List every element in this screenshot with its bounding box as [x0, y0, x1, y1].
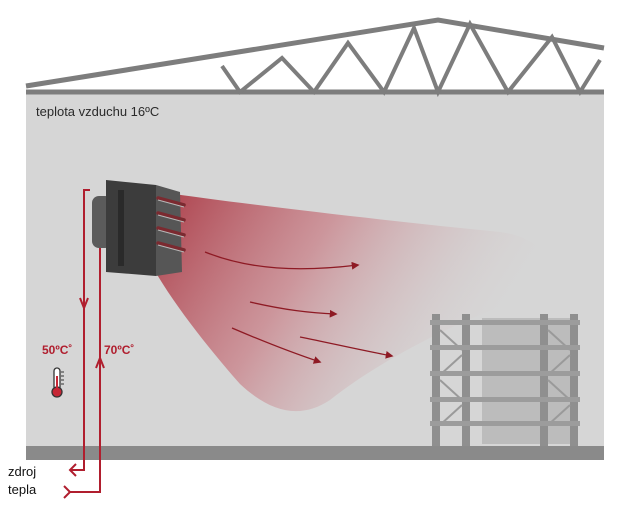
supply-temperature-label: 70ºC˚	[104, 343, 135, 357]
warm-air-plume	[150, 192, 544, 412]
floor	[26, 446, 604, 460]
heat-source-label-line2: tepla	[8, 482, 37, 497]
thermometer-icon	[51, 367, 64, 398]
heater-unit-icon	[92, 180, 186, 276]
air-temperature-label: teplota vzduchu 16ºC	[36, 104, 160, 119]
return-temperature-label: 50ºC˚	[42, 343, 73, 357]
heat-source-label-line1: zdroj	[8, 464, 37, 479]
roof-truss-icon	[25, 17, 605, 98]
pallet-rack-icon	[430, 314, 580, 446]
